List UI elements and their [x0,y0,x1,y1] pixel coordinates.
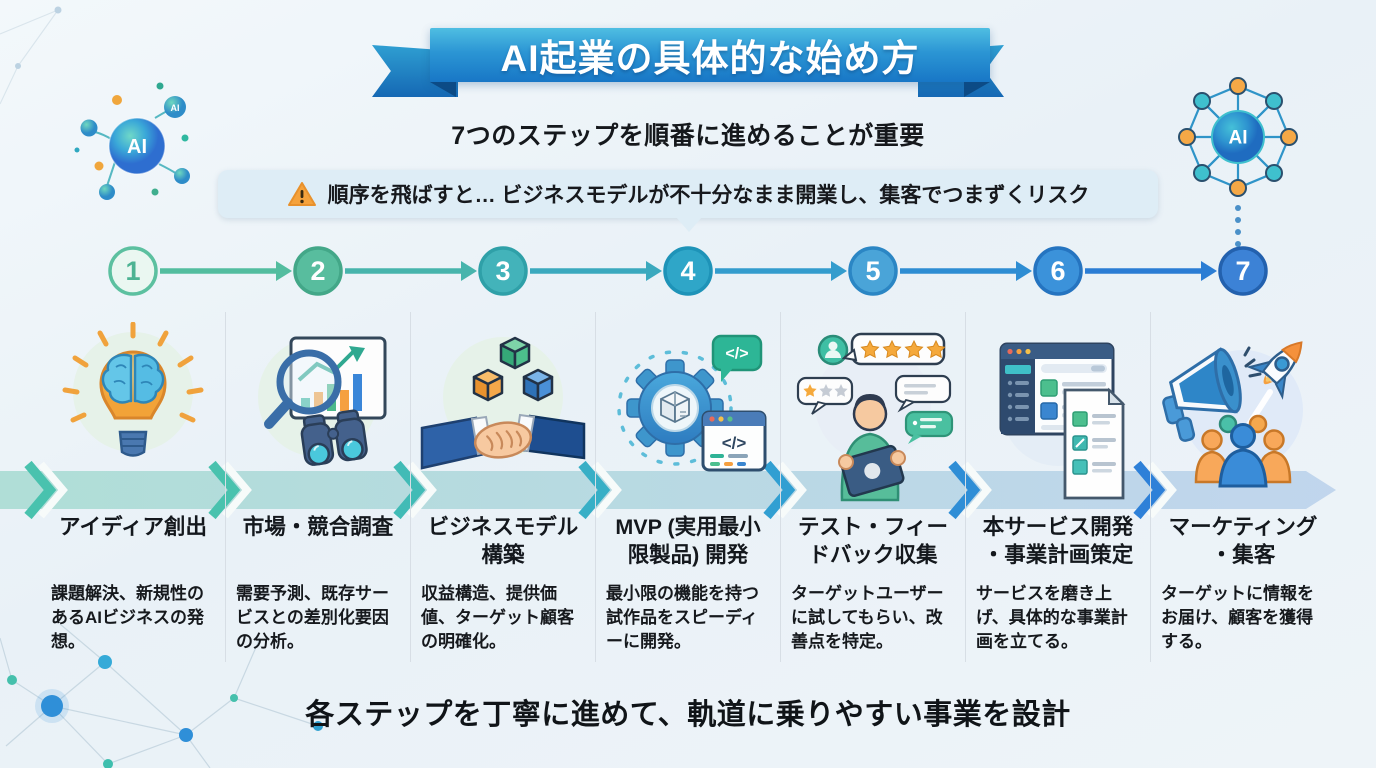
step-column-6: 本サービス開発 ・事業計画策定 サービスを磨き上げ、具体的な事業計画を立てる。 [966,514,1150,654]
step-description: 需要予測、既存サービスとの差別化要因の分析。 [236,584,389,652]
ai-label-left-main: AI [127,136,147,158]
cubes-handshake-icon [420,336,586,470]
network-decoration-top-left [0,6,62,105]
column-divider [410,312,411,662]
step-title: ビジネスモデル 構築 [427,515,579,567]
code-window-label: </> [722,434,747,453]
step-number-6: 6 [1050,256,1065,286]
step-title: 本サービス開発 ・事業計画策定 [982,515,1134,567]
step-number-1: 1 [125,256,140,286]
step-title: 市場・競合調査 [242,515,394,539]
ai-label-left-small: AI [171,103,180,113]
step-title: アイディア創出 [59,515,207,539]
warning-triangle-icon [287,181,316,206]
chart-magnifier-binoculars-icon [258,336,387,466]
step-column-1: アイディア創出 課題解決、新規性のあるAIビジネスの発想。 [41,514,225,654]
column-divider [965,312,966,662]
network-decoration-bottom-left [0,623,323,768]
step-title: テスト・フィー ドバック収集 [797,515,949,567]
warning-callout-tail [676,217,702,232]
step-description: 収益構造、提供価値、ターゲット顧客の明確化。 [421,584,574,652]
step-circle-6 [1033,246,1083,296]
column-divider [1150,312,1151,662]
gear-code-icon: </> </> [617,334,767,472]
step-circle-7 [1218,246,1268,296]
step-number-5: 5 [865,256,880,286]
subtitle: 7つのステップを順番に進めることが重要 [451,122,925,150]
step-column-7: マーケティング ・集客 ターゲットに情報をお届け、顧客を獲得する。 [1151,514,1335,654]
step-flow-row: 1 2 3 4 5 6 7 [108,246,1268,296]
ai-sphere-decoration: AI AI [74,82,190,200]
footer-headline: 各ステップを丁寧に進めて、軌道に乗りやすい事業を設計 [305,699,1071,731]
step-number-4: 4 [680,256,695,286]
step-circle-4 [663,246,713,296]
step-description: 課題解決、新規性のあるAIビジネスの発想。 [51,584,204,652]
progress-band [0,460,1336,520]
step-circle-5 [848,246,898,296]
step-number-3: 3 [495,256,510,286]
step-number-2: 2 [310,256,325,286]
column-divider [595,312,596,662]
ai-label-right: AI [1229,128,1248,149]
step-description: サービスを磨き上げ、具体的な事業計画を立てる。 [976,584,1128,652]
page-title: AI起業の具体的な始め方 [500,38,920,79]
step-description: ターゲットユーザーに試してもらい、改善点を特定。 [791,584,944,652]
step-title: マーケティング ・集客 [1168,515,1318,567]
step-circle-1 [108,246,158,296]
code-bubble-label: </> [725,346,748,363]
lightbulb-brain-icon [62,322,204,457]
column-divider [225,312,226,662]
warning-text: 順序を飛ばすと… ビジネスモデルが不十分なまま開業し、集客でつまずくリスク [327,184,1090,207]
step-circle-3 [478,246,528,296]
step-column-5: テスト・フィー ドバック収集 ターゲットユーザーに試してもらい、改善点を特定。 [781,514,965,654]
step-title: MVP (実用最小 限製品) 開発 [615,515,761,567]
column-divider [780,312,781,662]
step-column-2: 市場・競合調査 需要予測、既存サービスとの差別化要因の分析。 [226,514,410,654]
dashboard-document-icon [999,342,1126,500]
step-column-4: MVP (実用最小 限製品) 開発 最小限の機能を持つ試作品をスピーディーに開発… [596,514,780,654]
warning-callout: 順序を飛ばすと… ビジネスモデルが不十分なまま開業し、集客でつまずくリスク [218,170,1158,218]
title-banner: AI起業の具体的な始め方 [430,28,990,82]
user-feedback-stars-icon [796,332,954,502]
step-description: ターゲットに情報をお届け、顧客を獲得する。 [1161,584,1314,652]
megaphone-rocket-people-icon [1162,341,1303,488]
step-description: 最小限の機能を持つ試作品をスピーディーに開発。 [606,584,759,652]
step-column-3: ビジネスモデル 構築 収益構造、提供価値、ターゲット顧客の明確化。 [411,514,595,654]
step-number-7: 7 [1235,256,1250,286]
ai-network-decoration: AI [1178,77,1298,247]
step-circle-2 [293,246,343,296]
